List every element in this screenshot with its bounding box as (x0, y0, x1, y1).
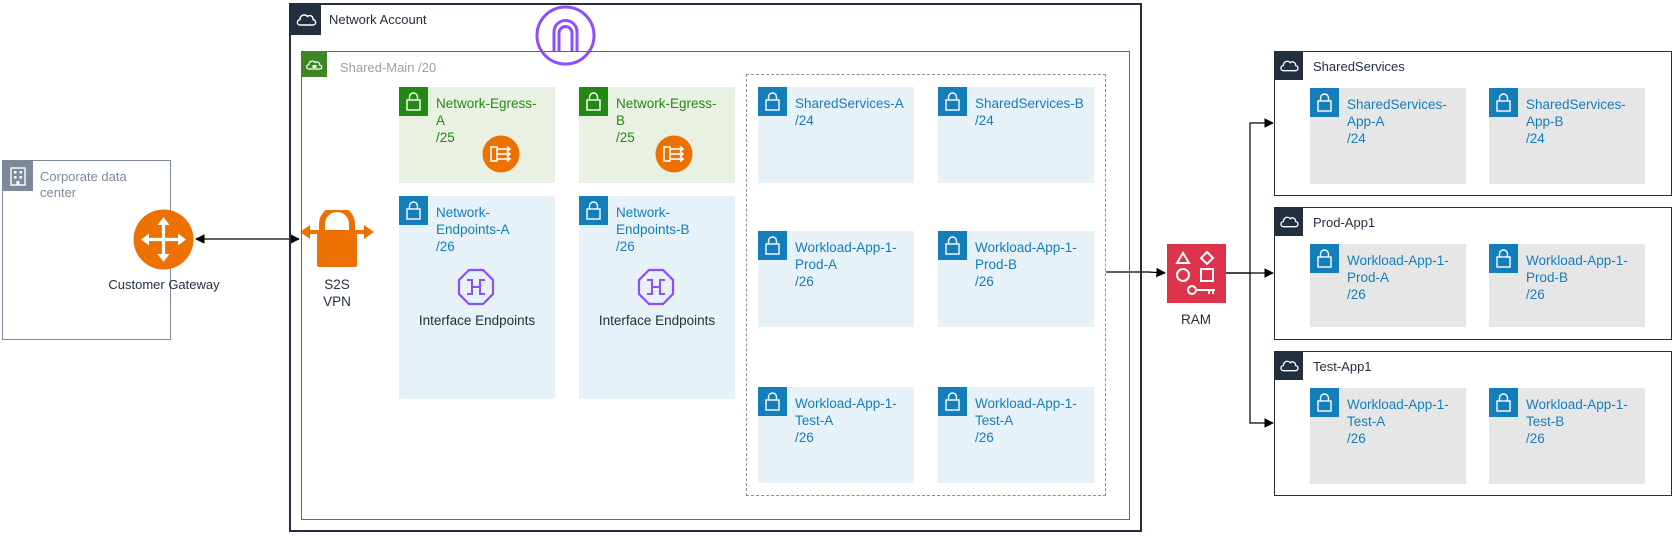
subnet-prod-app1-b: Workload-App-1- Prod-B /26 (1489, 244, 1645, 327)
subnet-network-endpoints-a: Network- Endpoints-A /26 Interface Endpo… (399, 196, 555, 399)
subnet-network-egress-b: Network-Egress- B /25 (579, 87, 735, 183)
lock-icon (1489, 388, 1518, 417)
lock-icon (758, 387, 787, 416)
endpoints-icon (637, 268, 675, 306)
subnet-name: Workload-App-1- Test-A /26 (795, 396, 897, 445)
vpn-gateway-icon (300, 210, 374, 269)
subnet-name: Network- Endpoints-A /26 (436, 205, 510, 254)
account-title: Test-App1 (1313, 359, 1372, 374)
cloud-icon (1275, 208, 1303, 236)
router-icon (133, 209, 194, 270)
cloud-lock-icon (302, 52, 327, 77)
ram-icon (1167, 244, 1226, 303)
subnet-name: Network- Endpoints-B /26 (616, 205, 690, 254)
account-prod-app1: Prod-App1 (1274, 207, 1672, 340)
lock-icon (1310, 88, 1339, 117)
subnet-name: Workload-App-1- Prod-A /26 (1347, 253, 1449, 302)
corporate-data-center-title: Corporate data center (40, 169, 127, 200)
ram-label: RAM (1181, 312, 1211, 327)
subnet-test-app1-a: Workload-App-1- Test-A /26 (1310, 388, 1466, 484)
subnet-workload-prod-b: Workload-App-1- Prod-B /26 (938, 231, 1094, 327)
cloud-icon (1275, 52, 1303, 80)
building-icon (3, 161, 33, 191)
vpc-title: Shared-Main /20 (340, 60, 437, 75)
vpc-shared-main: Shared-Main /20 (301, 51, 1130, 520)
lock-icon (938, 87, 967, 116)
lock-icon (1310, 244, 1339, 273)
customer-gateway-label: Customer Gateway (108, 277, 220, 292)
subnet-sharedservices-app-a: SharedServices- App-A /24 (1310, 88, 1466, 184)
subnet-name: SharedServices-A /24 (795, 96, 904, 128)
account-test-app1: Test-App1 (1274, 351, 1672, 496)
lock-icon (1310, 388, 1339, 417)
subnet-workload-prod-a: Workload-App-1- Prod-A /26 (758, 231, 914, 327)
account-title: SharedServices (1313, 59, 1405, 74)
nat-gateway-icon (482, 135, 520, 173)
subnet-name: Network-Egress- A /25 (436, 96, 537, 145)
network-account-title: Network Account (329, 12, 427, 27)
interface-endpoints-label: Interface Endpoints (598, 313, 716, 328)
endpoints-icon (457, 268, 495, 306)
subnet-network-endpoints-b: Network- Endpoints-B /26 Interface Endpo… (579, 196, 735, 399)
lock-icon (1489, 244, 1518, 273)
lock-icon (758, 231, 787, 260)
lock-icon (579, 196, 608, 225)
subnet-name: SharedServices-B /24 (975, 96, 1084, 128)
subnet-name: SharedServices- App-B /24 (1526, 97, 1626, 146)
network-account: Network Account (289, 3, 1142, 532)
subnet-sharedservices-b: SharedServices-B /24 (938, 87, 1094, 183)
lock-icon (938, 387, 967, 416)
subnet-network-egress-a: Network-Egress- A /25 (399, 87, 555, 183)
interface-endpoints-label: Interface Endpoints (418, 313, 536, 328)
subnet-sharedservices-app-b: SharedServices- App-B /24 (1489, 88, 1645, 184)
subnet-name: Workload-App-1- Prod-B /26 (975, 240, 1077, 289)
subnet-name: Workload-App-1- Prod-A /26 (795, 240, 897, 289)
ram-to-shared-link (1226, 118, 1274, 274)
lock-icon (399, 196, 428, 225)
shared-subnets-group (746, 74, 1106, 496)
subnet-test-app1-b: Workload-App-1- Test-B /26 (1489, 388, 1645, 484)
subnet-prod-app1-a: Workload-App-1- Prod-A /26 (1310, 244, 1466, 327)
nat-gateway-icon (655, 135, 693, 173)
ram-to-test-link (1249, 273, 1274, 428)
subnet-name: Workload-App-1- Test-B /26 (1526, 397, 1628, 446)
lock-icon (938, 231, 967, 260)
subnets-to-ram-link (1106, 267, 1166, 278)
subnet-name: Network-Egress- B /25 (616, 96, 717, 145)
subnet-sharedservices-a: SharedServices-A /24 (758, 87, 914, 183)
subnet-name: Workload-App-1- Test-A /26 (975, 396, 1077, 445)
lock-icon (1489, 88, 1518, 117)
subnet-name: SharedServices- App-A /24 (1347, 97, 1447, 146)
lock-icon (758, 87, 787, 116)
vpn-label: S2S VPN (323, 277, 351, 309)
subnet-workload-test-a: Workload-App-1- Test-A /26 (758, 387, 914, 483)
subnet-name: Workload-App-1- Test-A /26 (1347, 397, 1449, 446)
account-sharedservices: SharedServices (1274, 51, 1672, 196)
lock-icon (579, 87, 608, 116)
cloud-icon (1275, 352, 1303, 380)
lock-icon (399, 87, 428, 116)
subnet-workload-test-b: Workload-App-1- Test-A /26 (938, 387, 1094, 483)
account-title: Prod-App1 (1313, 215, 1376, 230)
cloud-icon (291, 5, 321, 35)
internet-gateway-icon (535, 5, 596, 66)
subnet-name: Workload-App-1- Prod-B /26 (1526, 253, 1628, 302)
